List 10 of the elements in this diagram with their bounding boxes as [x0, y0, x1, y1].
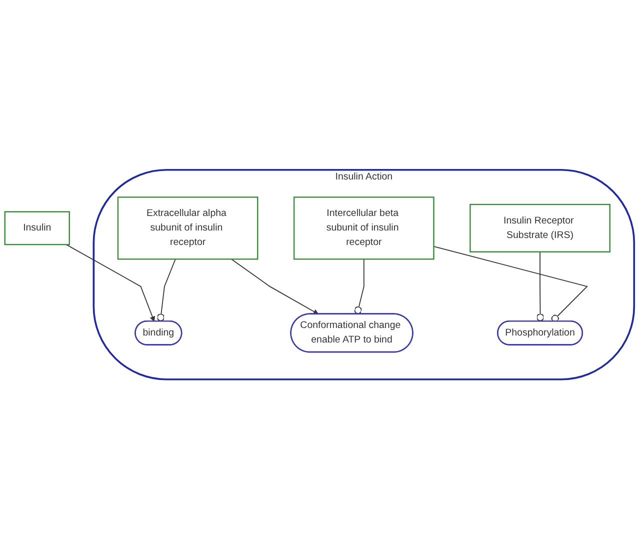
node-box: Extracellular alpha subunit of insulin receptor — [117, 196, 258, 260]
node-box: Insulin Receptor Substrate (IRS) — [470, 204, 610, 253]
arrow — [66, 244, 155, 322]
node-box: Insulin — [4, 212, 70, 246]
node-box: Intercellular beta subunit of insulin receptor — [293, 196, 434, 260]
connector — [433, 246, 588, 323]
arrow — [230, 259, 319, 315]
connector — [156, 259, 176, 322]
connector — [536, 252, 544, 322]
connector — [354, 259, 364, 315]
